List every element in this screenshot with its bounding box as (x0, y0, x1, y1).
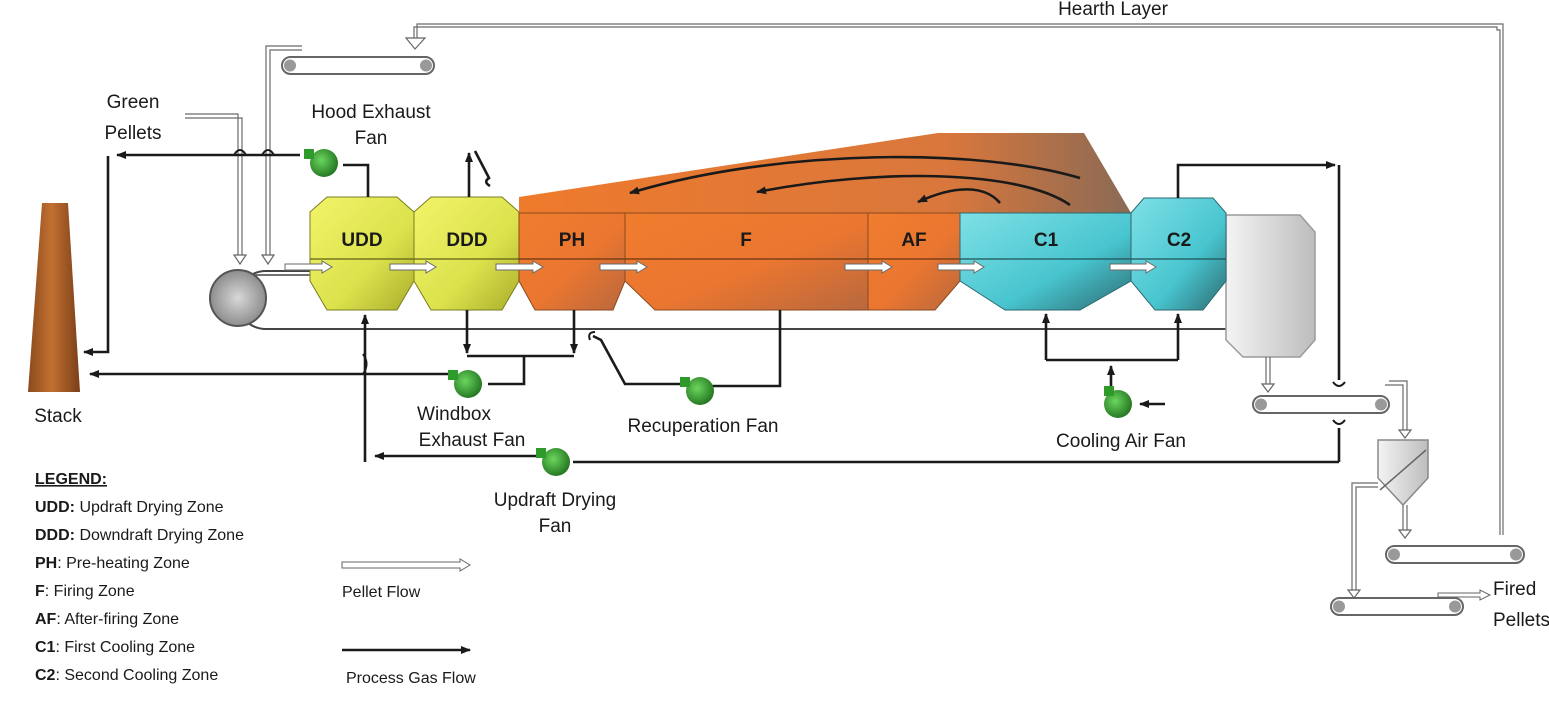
label-windbox-exhaust-fan-1: Windbox (417, 404, 491, 425)
label-updraft-drying-fan-1: Updraft Drying (494, 490, 617, 511)
hood-exhaust-duct (343, 163, 370, 197)
label-windbox-exhaust-fan-2: Exhaust Fan (419, 430, 526, 451)
zone-c2: C2 (1130, 197, 1227, 311)
head-roller (209, 269, 267, 327)
c2-exhaust-up (1176, 161, 1336, 198)
zone-udd: UDD (309, 196, 415, 311)
crossover-marks (233, 149, 275, 156)
zone-ddd: DDD (413, 196, 520, 311)
screen-separator (1377, 439, 1429, 507)
zone-c1: C1 (959, 212, 1132, 311)
zone-c2-label: C2 (1167, 230, 1191, 251)
legend-item-ph: PH: Pre-heating Zone (35, 555, 190, 572)
label-hearth-layer: Hearth Layer (1058, 0, 1169, 20)
cooling-air-fan-icon (1104, 386, 1132, 418)
legend-gas-flow-label: Process Gas Flow (346, 670, 476, 687)
zone-af: AF (867, 212, 961, 311)
firing-hood-top (519, 133, 1131, 213)
screen-to-product (1351, 482, 1378, 590)
discharge-drop-1 (1265, 357, 1271, 384)
hearth-feed-line (265, 45, 302, 255)
recuperation-return (592, 334, 685, 386)
recuperation-duct (710, 310, 782, 388)
hearth-recycle-conveyor (1385, 545, 1525, 564)
zone-f: F (624, 212, 869, 311)
discharge-conveyor-1 (1252, 395, 1390, 414)
updraft-drying-fan-icon (536, 448, 570, 476)
zone-ddd-label: DDD (446, 230, 487, 251)
label-green-pellets-2: Pellets (104, 123, 161, 144)
label-cooling-air-fan: Cooling Air Fan (1056, 431, 1186, 452)
legend-item-f: F: Firing Zone (35, 583, 135, 600)
green-pellets-feed-line (185, 113, 243, 255)
hearth-layer-arrowhead (404, 37, 427, 50)
label-green-pellets-1: Green (107, 92, 160, 113)
zone-udd-label: UDD (341, 230, 382, 251)
zone-c1-label: C1 (1034, 230, 1059, 251)
label-hood-exhaust-fan-2: Fan (355, 128, 388, 149)
label-updraft-drying-fan-2: Fan (539, 516, 572, 537)
legend-item-c1: C1: First Cooling Zone (35, 639, 195, 656)
ddd-vent-diag (473, 150, 491, 188)
legend-pellet-flow-symbol (341, 558, 471, 572)
legend-item-c2: C2: Second Cooling Zone (35, 667, 218, 684)
windbox-header (467, 354, 574, 386)
discharge-hood (1225, 214, 1316, 358)
hood-exhaust-fan-icon (304, 149, 338, 177)
windbox-exhaust-fan-icon (448, 370, 482, 398)
conveyor-1-to-screen (1385, 380, 1408, 430)
zone-f-label: F (740, 230, 752, 251)
hood-exhaust-down (83, 156, 110, 356)
label-hood-exhaust-fan-1: Hood Exhaust (311, 102, 431, 123)
legend-item-af: AF: After-firing Zone (35, 611, 179, 628)
stack-chimney (28, 203, 80, 392)
hearth-layer-conveyor (281, 56, 435, 75)
label-fired-pellets-2: Pellets (1493, 610, 1549, 631)
legend-title: LEGEND: (35, 471, 107, 488)
label-recuperation-fan: Recuperation Fan (627, 416, 778, 437)
fired-pellets-arrow (1437, 589, 1492, 601)
gas-recirc-arc-2 (756, 174, 1071, 207)
c2-exhaust-crossover (1332, 381, 1346, 425)
label-fired-pellets-1: Fired (1493, 579, 1536, 600)
gas-recirc-arc-1 (629, 155, 1081, 195)
gas-recirc-arc-3 (917, 188, 1001, 204)
label-stack: Stack (34, 406, 82, 427)
zone-ph-label: PH (559, 230, 585, 251)
recuperation-break (588, 331, 596, 341)
legend-item-udd: UDD: Updraft Drying Zone (35, 499, 224, 516)
zone-af-label: AF (901, 230, 926, 251)
legend: LEGEND: UDD: Updraft Drying Zone DDD: Do… (35, 471, 476, 687)
legend-pellet-flow-label: Pellet Flow (342, 584, 421, 601)
pellet-flow-arrows (284, 260, 1157, 274)
legend-item-ddd: DDD: Downdraft Drying Zone (35, 527, 244, 544)
screen-to-hearth-conveyor (1402, 505, 1408, 530)
recuperation-fan-icon (680, 377, 714, 405)
product-conveyor (1330, 597, 1464, 616)
zone-ph: PH (518, 212, 626, 311)
